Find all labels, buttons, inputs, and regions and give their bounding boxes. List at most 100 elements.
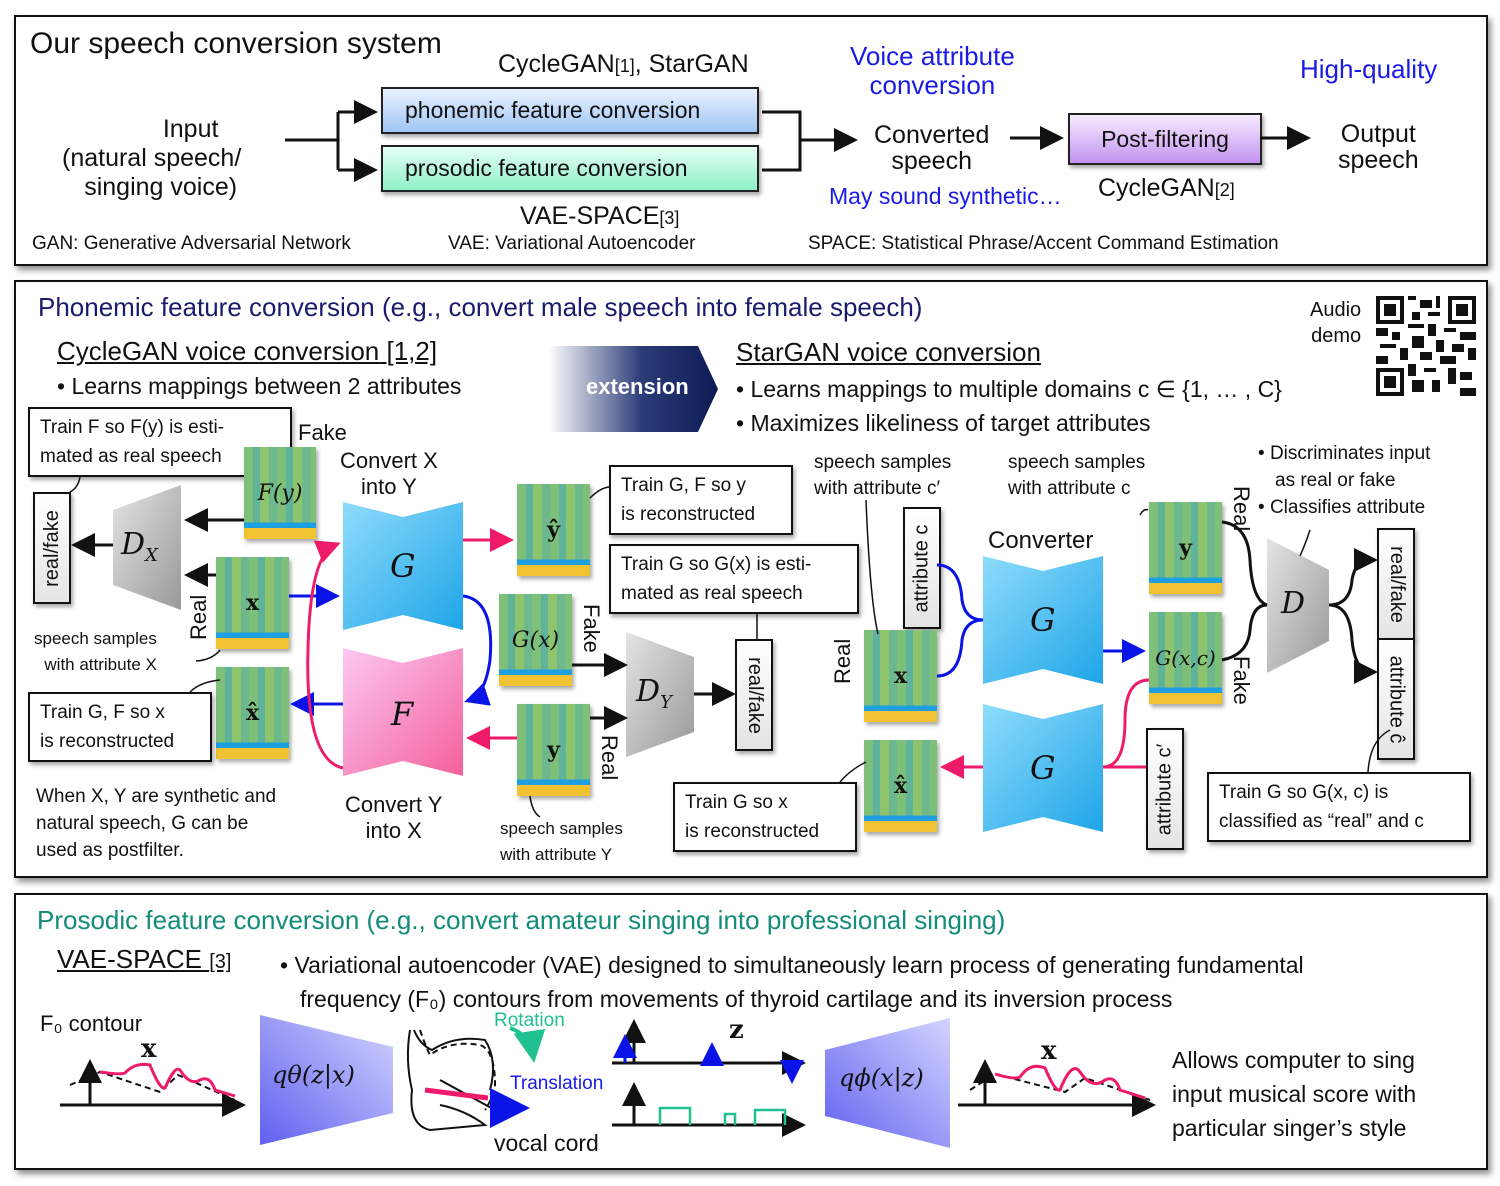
stargan-text: , StarGAN: [634, 50, 749, 78]
voice-attr-line-1: Voice attribute: [850, 41, 1015, 71]
stargan-bullet-1-text: Learns mappings to multiple domains c ∈ …: [750, 376, 1282, 402]
abbrev-space: SPACE: Statistical Phrase/Accent Command…: [808, 233, 1279, 254]
encoder-shape: [260, 1015, 393, 1145]
vae-space-heading-text: VAE-SPACE: [57, 944, 202, 974]
post-filtering-box: Post-filtering: [1068, 113, 1262, 165]
z-label: z: [729, 1015, 744, 1045]
attribute-c-input: attribute c: [903, 507, 941, 629]
stargan-bullet-2-text: Maximizes likeliness of target attribute…: [750, 410, 1151, 436]
cyclegan-heading-text: CycleGAN voice conversion: [57, 336, 380, 366]
train-g-gx-line-2: mated as real speech: [621, 583, 803, 604]
fake-label-dy: Fake: [579, 604, 604, 653]
cyclegan-heading: CycleGAN voice conversion [1,2]: [57, 336, 437, 367]
audio-demo-line-1: Audio: [1310, 299, 1362, 321]
converted-speech-label: Converted speech: [874, 122, 989, 174]
discriminator-dy: DY: [626, 632, 694, 757]
input-line-2: (natural speech/: [62, 144, 242, 172]
output-line-1: Output: [1340, 120, 1416, 148]
vae-bullet: • Variational autoencoder (VAE) designed…: [280, 948, 1304, 1016]
audio-demo-qr-code[interactable]: [1376, 296, 1476, 396]
discriminator-dy-shape: [626, 632, 694, 757]
real-label-right: Real: [830, 638, 855, 684]
g-label-right-top: G: [1030, 601, 1056, 639]
input-line-1: Input: [162, 115, 219, 143]
spectrogram-gxc: G(x,c): [1149, 612, 1222, 704]
vae-space-label: VAE-SPACE[3]: [520, 202, 679, 231]
train-g-classify-line-1: Train G so G(x, c) is: [1219, 782, 1389, 803]
cyclegan-stargan-label: CycleGAN[1], StarGAN: [498, 50, 749, 79]
attribute-chat-text: attribute ĉ: [1385, 655, 1408, 743]
generator-g-right-top: G: [983, 556, 1103, 684]
voice-attr-line-2: conversion: [869, 70, 996, 100]
samples-c-line-1: speech samples: [1008, 452, 1146, 473]
attribute-c-text: attribute c: [910, 524, 933, 612]
postfilter-ref: [2]: [1214, 180, 1235, 200]
convert-xy-line-1: Convert X: [340, 448, 438, 473]
phonemic-title: Phonemic feature conversion (e.g., conve…: [38, 292, 923, 322]
samples-y-line-1: speech samples: [500, 819, 623, 838]
vae-bullet-line-1: • Variational autoencoder (VAE) designed…: [280, 952, 1304, 978]
decoder-shape: [825, 1018, 950, 1148]
extension-label: extension: [586, 374, 689, 399]
f-label: F: [391, 695, 414, 733]
dy-label: DY: [636, 674, 672, 713]
audio-demo-line-2: demo: [1311, 325, 1362, 347]
vae-bullet-line-2: frequency (F₀) contours from movements o…: [300, 986, 1173, 1012]
samples-c-prime-line-1: speech samples: [814, 452, 952, 473]
train-f-line-1: Train F so F(y) is esti-: [40, 417, 225, 438]
result-line-1: Allows computer to sing: [1172, 1047, 1415, 1073]
system-title: Our speech conversion system: [30, 27, 442, 60]
discriminator-dx: DX: [113, 485, 181, 610]
d-bullet-2: • Classifies attribute: [1258, 497, 1426, 518]
train-gf-x-line-2: is reconstructed: [40, 731, 175, 752]
converted-line-1: Converted: [874, 121, 990, 149]
cyclegan-bullet: • Learns mappings between 2 attributes: [57, 373, 462, 399]
phonemic-conversion-box: phonemic feature conversion: [381, 87, 759, 134]
result-text: Allows computer to sing input musical sc…: [1172, 1043, 1416, 1145]
abbrev-gan: GAN: Generative Adversarial Network: [32, 233, 351, 254]
samples-y-label: speech samples with attribute Y: [500, 816, 623, 868]
attribute-c-prime-text: attribute c′: [1153, 743, 1176, 835]
train-g-classify-line-2: classified as “real” and c: [1219, 811, 1424, 832]
g-label-right-bottom: G: [1030, 749, 1056, 787]
generator-f-shape: [343, 648, 463, 776]
train-f-line-2: mated as real speech: [40, 446, 222, 467]
generator-g-left: G: [343, 502, 463, 630]
train-gf-x-line-1: Train G, F so x: [40, 702, 165, 723]
note-line-3: used as postfilter.: [36, 840, 184, 861]
samples-c-prime-label: speech samples with attribute c′: [814, 450, 951, 502]
encoder-label: qθ(z|x): [272, 1061, 355, 1089]
rotation-label: Rotation: [494, 1010, 565, 1031]
real-fake-d-text: real/fake: [1385, 545, 1408, 623]
train-gf-y-line-2: is reconstructed: [621, 504, 756, 525]
d-bullets: • Discriminates input as real or fake • …: [1258, 440, 1430, 521]
cyclegan-bullet-text: Learns mappings between 2 attributes: [71, 373, 462, 399]
vae-space-text: VAE-SPACE: [520, 202, 660, 230]
dx-label: DX: [121, 527, 158, 566]
prosodic-title: Prosodic feature conversion (e.g., conve…: [37, 905, 1006, 935]
input-line-3: singing voice): [84, 173, 238, 201]
spectrogram-xhat: x̂: [216, 667, 289, 759]
f0-contour-label: F₀ contour: [40, 1011, 143, 1036]
generator-g-right-bottom: G: [983, 704, 1103, 832]
translation-label: Translation: [510, 1073, 604, 1094]
train-g-gx-box: Train G so G(x) is esti- mated as real s…: [609, 544, 859, 614]
real-label-left: Real: [186, 594, 211, 640]
post-filtering-label: Post-filtering: [1101, 125, 1229, 152]
result-line-2: input musical score with: [1172, 1081, 1417, 1107]
prosodic-conversion-box: prosodic feature conversion: [381, 145, 759, 192]
spectrogram-y-right: y: [1149, 502, 1222, 594]
vae-space-ref: [3]: [659, 208, 680, 228]
converter-label: Converter: [988, 527, 1094, 554]
real-fake-output-dy: real/fake: [735, 639, 773, 751]
spectrogram-fy: F(y): [244, 447, 316, 539]
spectrogram-gx: G(x): [499, 594, 572, 686]
train-g-x-box: Train G so x is reconstructed: [673, 782, 857, 852]
stargan-heading: StarGAN voice conversion: [736, 337, 1041, 367]
train-gf-x-box: Train G, F so x is reconstructed: [28, 692, 212, 762]
stargan-bullet-1: • Learns mappings to multiple domains c …: [736, 376, 1282, 402]
phonemic-box-label: phonemic feature conversion: [405, 97, 701, 123]
may-sound-synthetic-note: May sound synthetic…: [829, 183, 1062, 209]
train-gf-y-line-1: Train G, F so y: [621, 475, 746, 496]
input-label: Input (natural speech/ singing voice): [62, 115, 241, 202]
